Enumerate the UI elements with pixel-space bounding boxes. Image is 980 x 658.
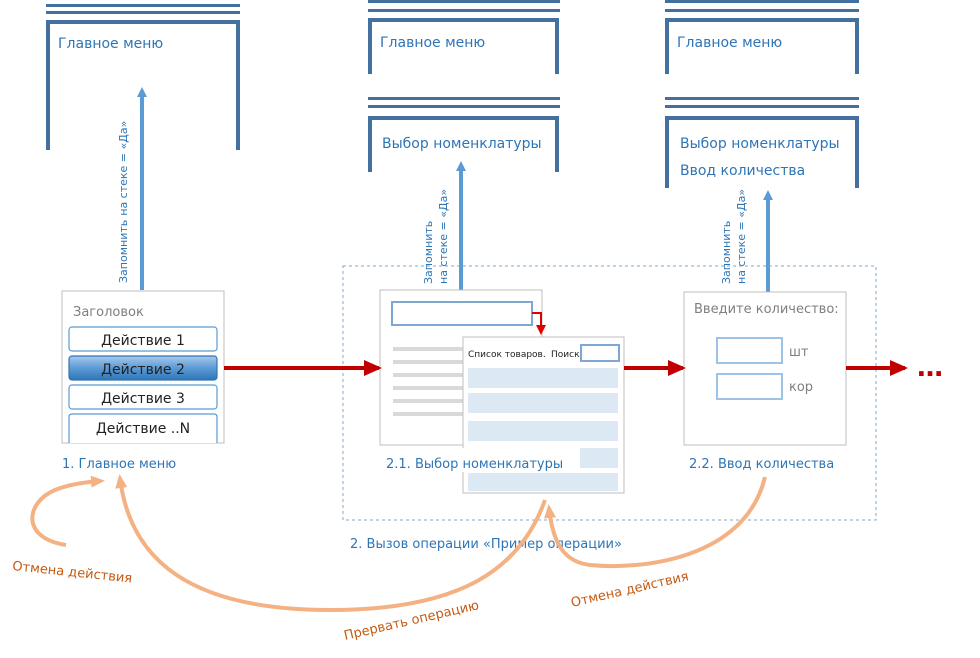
- push-label-3-line-1: Запомнить: [720, 221, 733, 284]
- operation-frame: [342, 265, 877, 521]
- qty-form: Введите количество: шт кор 2.2. Ввод кол…: [683, 291, 847, 472]
- stack-2-item-2: Выбор номенклатуры: [382, 136, 542, 152]
- push-label-3-line-2: на стеке = «Да»: [735, 189, 748, 284]
- qty-input-box[interactable]: [716, 373, 783, 400]
- action-button-2[interactable]: Действие 2: [68, 355, 218, 381]
- select-form-caption: 2.1. Выбор номенклатуры: [386, 457, 563, 472]
- stack-3: Главное меню Выбор номенклатуры Ввод кол…: [665, 0, 859, 188]
- product-search-label: Поиск:: [551, 350, 583, 360]
- push-arrow-1: Запомнитьна стеке = «Да»: [117, 87, 147, 290]
- push-arrow-2: Запомнить на стеке = «Да»: [422, 161, 466, 290]
- qty-unit-pcs: шт: [789, 345, 809, 360]
- list-row[interactable]: [468, 421, 618, 441]
- qty-form-caption: 2.2. Ввод количества: [689, 457, 834, 472]
- product-list-form: Список товаров. Поиск: 2.1. Выбор номенк…: [380, 336, 625, 494]
- push-arrow-3: Запомнить на стеке = «Да»: [720, 189, 773, 292]
- svg-text:Действие ..N: Действие ..N: [96, 421, 190, 437]
- stack-1-item-1: Главное меню: [58, 36, 163, 52]
- qty-input-pcs[interactable]: [716, 337, 783, 364]
- stack-2-item-1: Главное меню: [380, 35, 485, 51]
- select-search-field[interactable]: [391, 301, 533, 326]
- cancel-loop-arrow: [30, 475, 105, 547]
- operation-caption: 2. Вызов операции «Пример операции»: [350, 537, 622, 552]
- stack-1: Главное меню: [46, 4, 240, 150]
- svg-text:Действие 3: Действие 3: [101, 391, 185, 407]
- stack-3-item-3: Ввод количества: [680, 163, 805, 179]
- cancel-action-label-2: Отмена действия: [570, 569, 691, 611]
- product-list-title: Список товаров.: [468, 350, 546, 360]
- main-menu-caption: 1. Главное меню: [62, 457, 176, 472]
- push-label-1: Запомнитьна стеке = «Да»: [117, 121, 130, 283]
- svg-text:Действие 1: Действие 1: [101, 333, 185, 349]
- push-label-2-line-2: на стеке = «Да»: [437, 189, 450, 284]
- main-menu-form-title: Заголовок: [73, 305, 144, 320]
- list-row[interactable]: [580, 448, 618, 468]
- cancel-step-arrow: [544, 476, 767, 569]
- product-search-input[interactable]: [580, 344, 620, 362]
- list-row[interactable]: [468, 368, 618, 388]
- cancel-action-label-1: Отмена действия: [12, 559, 133, 586]
- stack-3-item-2: Выбор номенклатуры: [680, 136, 840, 152]
- list-row[interactable]: [468, 393, 618, 413]
- qty-prompt: Введите количество:: [694, 302, 839, 317]
- qty-unit-box: кор: [789, 380, 813, 395]
- abort-operation-arrow: [115, 474, 547, 613]
- list-row[interactable]: [468, 473, 618, 491]
- push-label-2-line-1: Запомнить: [422, 221, 435, 284]
- svg-text:Действие 2: Действие 2: [101, 362, 185, 378]
- stack-3-item-1: Главное меню: [677, 35, 782, 51]
- action-button-1[interactable]: Действие 1: [68, 326, 218, 352]
- stack-2: Главное меню Выбор номенклатуры: [368, 0, 560, 172]
- flow-ellipsis: …: [917, 353, 943, 383]
- action-button-3[interactable]: Действие 3: [68, 384, 218, 410]
- main-menu-form: Заголовок Действие 1 Действие 2 Действие…: [61, 290, 225, 472]
- action-button-n[interactable]: Действие ..N: [68, 413, 218, 443]
